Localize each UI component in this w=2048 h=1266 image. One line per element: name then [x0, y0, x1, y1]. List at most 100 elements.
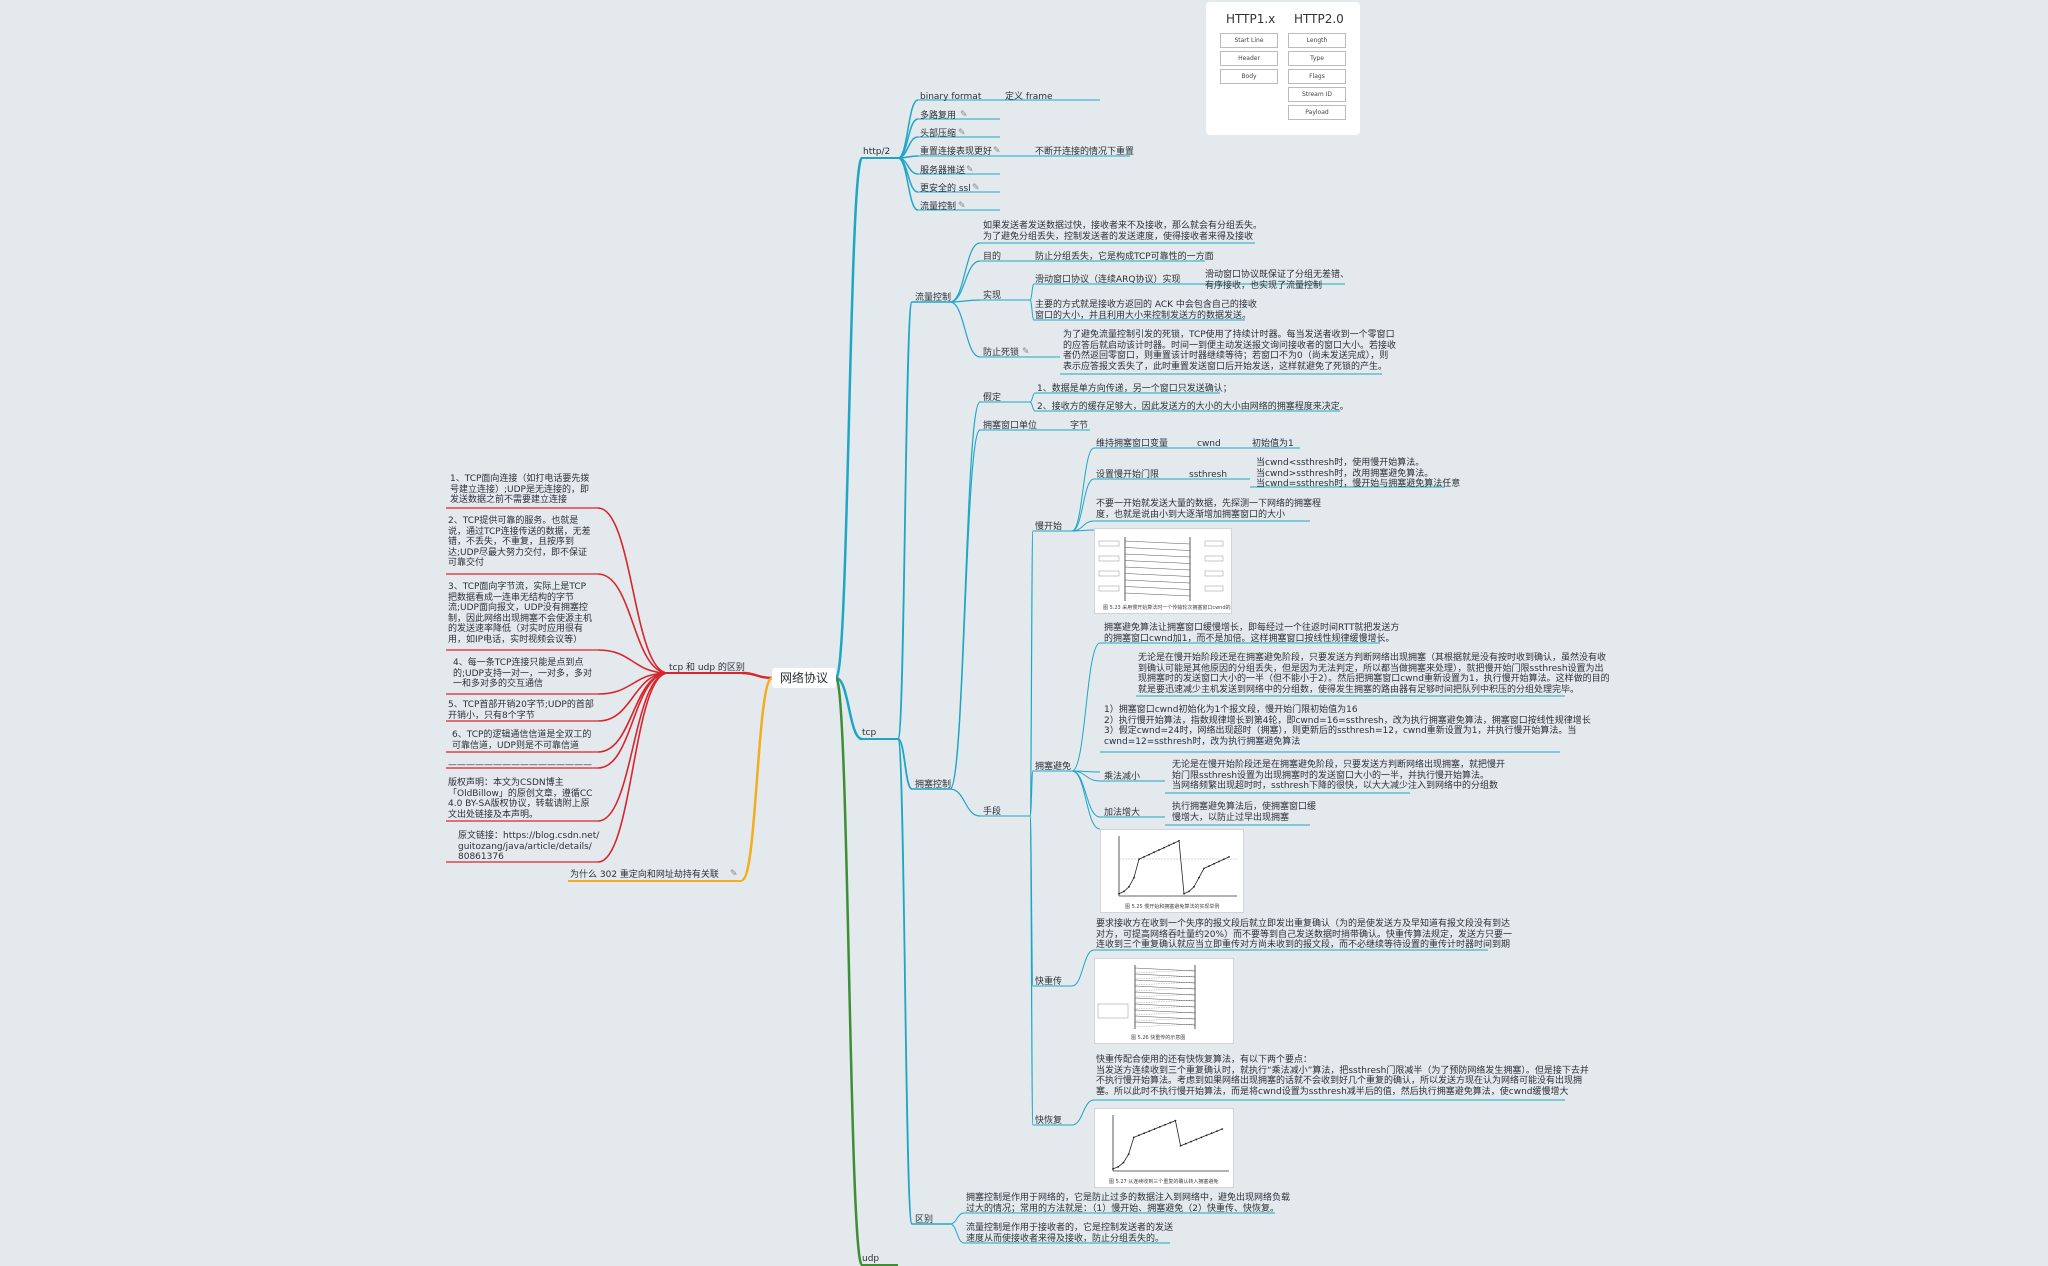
http2-item-reset[interactable]: 重置连接表现更好	[920, 147, 993, 157]
edge-redirect	[740, 676, 774, 882]
http1-field: Body	[1220, 69, 1278, 84]
cwnd-point	[1148, 1130, 1151, 1132]
segment-arrow	[1134, 991, 1196, 996]
note-icon[interactable]: ✎	[972, 183, 980, 193]
segment-arrow	[1134, 997, 1196, 1002]
edge-udp	[834, 676, 864, 1266]
flow-purpose-label[interactable]: 目的	[983, 252, 1002, 262]
edge	[1071, 770, 1101, 830]
edge	[1071, 770, 1101, 782]
fast-retransmit-label[interactable]: 快重传	[1035, 977, 1063, 987]
note-icon[interactable]: ✎	[958, 201, 966, 211]
slow-start-label[interactable]: 慢开始	[1035, 522, 1063, 532]
edge-flow-sub	[949, 299, 981, 303]
http2-item-server-push[interactable]: 服务器推送	[920, 166, 966, 176]
edge-congestion-sub	[949, 788, 981, 817]
note-icon[interactable]: ✎	[1022, 347, 1030, 357]
root-topic[interactable]: 网络协议	[772, 668, 836, 688]
cwnd-curve	[1118, 840, 1230, 895]
tcp-udp-separator: ————————————————	[448, 760, 592, 770]
flow-control-desc: 如果发送者发送数据过快，接收者来不及接收，那么就会有分组丢失。 为了避免分组丢失…	[983, 221, 1263, 242]
slow-start-threshold[interactable]: 设置慢开始门限	[1096, 470, 1160, 480]
congestion-means-label[interactable]: 手段	[983, 807, 1002, 817]
cwnd-box	[1098, 540, 1120, 547]
mult-decrease-label[interactable]: 乘法减小	[1104, 772, 1141, 782]
cwnd-point	[1122, 1161, 1125, 1164]
cwnd-point	[1127, 1153, 1130, 1156]
segment-arrow	[1124, 547, 1191, 551]
cwnd-point	[1148, 853, 1150, 856]
edge-flow-sub	[949, 301, 981, 358]
note-icon[interactable]: ✎	[958, 128, 966, 138]
segment-arrow	[1134, 1015, 1196, 1020]
cwnd-point	[1168, 844, 1170, 847]
edge	[1071, 529, 1095, 532]
flow-deadlock-label[interactable]: 防止死锁	[983, 348, 1020, 358]
edge-congestion-sub	[949, 429, 981, 790]
edge-tcp-udp	[741, 671, 773, 680]
slow-start-cwnd[interactable]: cwnd	[1197, 439, 1221, 449]
fast-recovery-label[interactable]: 快恢复	[1035, 1116, 1063, 1126]
tcp-congestion-control[interactable]: 拥塞控制	[915, 780, 952, 790]
ack-arrow	[1134, 1017, 1196, 1022]
branch-redirect[interactable]: 为什么 302 重定向和网址劫持有关联	[570, 870, 719, 880]
http2-item-header-compression[interactable]: 头部压缩	[920, 129, 957, 139]
cwnd-point	[1153, 851, 1155, 854]
slow-start-desc: 不要一开始就发送大量的数据，先探测一下网络的拥塞程 度，也就是说由小到大逐渐增加…	[1096, 499, 1322, 520]
fast-recovery-desc: 快重传配合使用的还有快恢复算法，有以下两个要点： 当发送方连续收到三个重复确认时…	[1096, 1055, 1589, 1097]
branch-http2[interactable]: http/2	[863, 147, 891, 157]
ack-arrow	[1134, 1023, 1196, 1028]
note-icon[interactable]: ✎	[730, 869, 738, 879]
http2-field: Type	[1288, 51, 1346, 66]
segment-arrow	[1124, 592, 1191, 597]
cwnd-point	[1193, 885, 1195, 888]
http2-item-binary-format[interactable]: binary format	[920, 92, 982, 102]
slow-start-cwnd-init: 初始值为1	[1252, 439, 1294, 449]
edge-http2-item	[897, 157, 919, 211]
note-icon[interactable]: ✎	[960, 110, 968, 120]
add-increase-label[interactable]: 加法增大	[1104, 808, 1141, 818]
cwnd-point	[1205, 1134, 1208, 1137]
cwnd-point	[1158, 1126, 1161, 1128]
edge	[1029, 401, 1036, 412]
branch-tcp[interactable]: tcp	[862, 728, 877, 738]
cwnd-point	[1184, 1142, 1187, 1145]
tcp-udp-source-link[interactable]: 原文链接：https://blog.csdn.net/ guitozang/ja…	[458, 831, 600, 862]
http1-title: HTTP1.x	[1226, 12, 1276, 26]
edge-tcp-udp-item	[597, 672, 669, 753]
branch-tcp-udp-diff[interactable]: tcp 和 udp 的区别	[669, 663, 745, 673]
slow-start-ssthresh[interactable]: ssthresh	[1189, 470, 1228, 480]
congestion-assume-label[interactable]: 假定	[983, 393, 1002, 403]
tcp-flow-control[interactable]: 流量控制	[915, 293, 952, 303]
http2-item-flow-control[interactable]: 流量控制	[920, 202, 957, 212]
tcp-udp-item: 1、TCP面向连接（如打电话要先拨 号建立连接）;UDP是无连接的，即 发送数据…	[450, 474, 590, 505]
avoidance-label[interactable]: 拥塞避免	[1035, 762, 1072, 772]
round-box	[1204, 585, 1224, 592]
cwnd-unit-label[interactable]: 拥塞窗口单位	[983, 421, 1038, 431]
cwnd-point	[1210, 1132, 1213, 1135]
note-icon[interactable]: ✎	[966, 165, 974, 175]
cwnd-point	[1221, 1128, 1224, 1130]
slow-start-maintain[interactable]: 维持拥塞窗口变量	[1096, 439, 1169, 449]
note-box	[1097, 1003, 1129, 1019]
fast-retransmit-figure: 图 5.26 快重传的示意图	[1094, 958, 1234, 1044]
branch-udp[interactable]: udp	[862, 1254, 880, 1264]
avoidance-desc: 拥塞避免算法让拥塞窗口缓慢增长，即每经过一个往返时间RTT就把发送方 的拥塞窗口…	[1104, 623, 1400, 644]
cwnd-point	[1218, 860, 1220, 863]
http2-item-multiplex[interactable]: 多路复用	[920, 111, 957, 121]
edge	[1071, 642, 1101, 772]
flow-impl-sliding[interactable]: 滑动窗口协议（连续ARQ协议）实现	[1035, 275, 1181, 285]
edge-means-sub	[1029, 770, 1034, 817]
add-increase: 执行拥塞避免算法后，使拥塞窗口缓 慢增大，以防止过早出现拥塞	[1172, 802, 1317, 823]
segment-arrow	[1134, 1021, 1196, 1026]
cwnd-point	[1216, 1130, 1218, 1132]
note-icon[interactable]: ✎	[993, 146, 1001, 156]
ack-arrow	[1134, 981, 1196, 986]
avoidance-text-2: 1）拥塞窗口cwnd初始化为1个报文段，慢开始门限初始值为16 2）执行慢开始算…	[1104, 705, 1591, 747]
http2-item-ssl[interactable]: 更安全的 ssl	[920, 184, 971, 194]
cwnd-point	[1143, 1132, 1146, 1135]
flow-impl-label[interactable]: 实现	[983, 291, 1002, 301]
flow-impl-main: 主要的方式就是接收方返回的 ACK 中会包含自己的接收 窗口的大小，并且利用大小…	[1035, 300, 1257, 321]
tcp-difference[interactable]: 区别	[915, 1215, 934, 1225]
edge	[1071, 478, 1095, 532]
